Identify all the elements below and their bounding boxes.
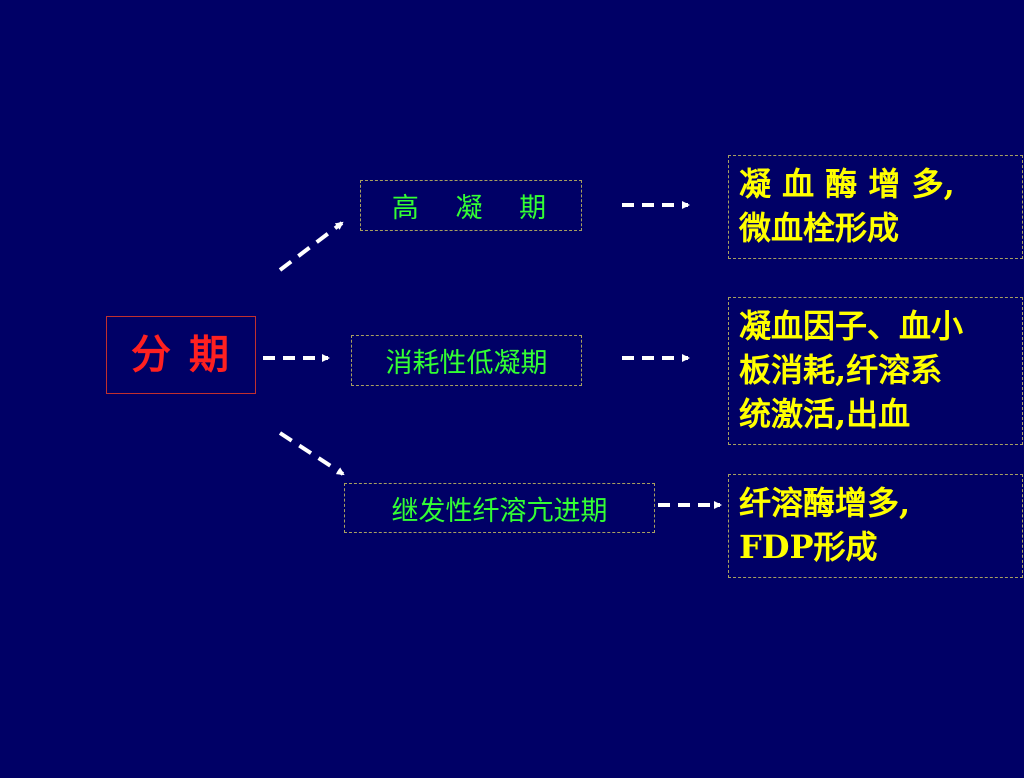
result-line: FDP形成 (739, 528, 878, 566)
arrow-root-to-stage-1 (278, 221, 344, 272)
result-line: 凝 血 酶 增 多, (739, 165, 955, 203)
result-line: 统激活,出血 (739, 395, 911, 433)
result-node-1: 凝 血 酶 增 多, 微血栓形成 (728, 155, 1023, 259)
root-node: 分 期 (106, 316, 256, 394)
result-line: 微血栓形成 (739, 209, 900, 247)
stage-label: 高 凝 期 (391, 193, 551, 224)
stage-node-hypercoagulable: 高 凝 期 (360, 180, 582, 231)
arrow-root-to-stage-3 (278, 431, 345, 476)
stage-label: 继发性纤溶亢进期 (391, 495, 608, 527)
result-node-3: 纤溶酶增多, FDP形成 (728, 474, 1023, 578)
stage-node-secondary-fibrinolysis: 继发性纤溶亢进期 (344, 483, 655, 533)
result-line: 凝血因子、血小 (739, 307, 964, 345)
result-line: 纤溶酶增多, (739, 484, 911, 522)
result-node-2: 凝血因子、血小 板消耗,纤溶系 统激活,出血 (728, 297, 1023, 445)
stage-node-consumptive-hypocoagulable: 消耗性低凝期 (351, 335, 582, 386)
result-line: 板消耗,纤溶系 (739, 351, 943, 389)
stage-label: 消耗性低凝期 (385, 348, 548, 379)
